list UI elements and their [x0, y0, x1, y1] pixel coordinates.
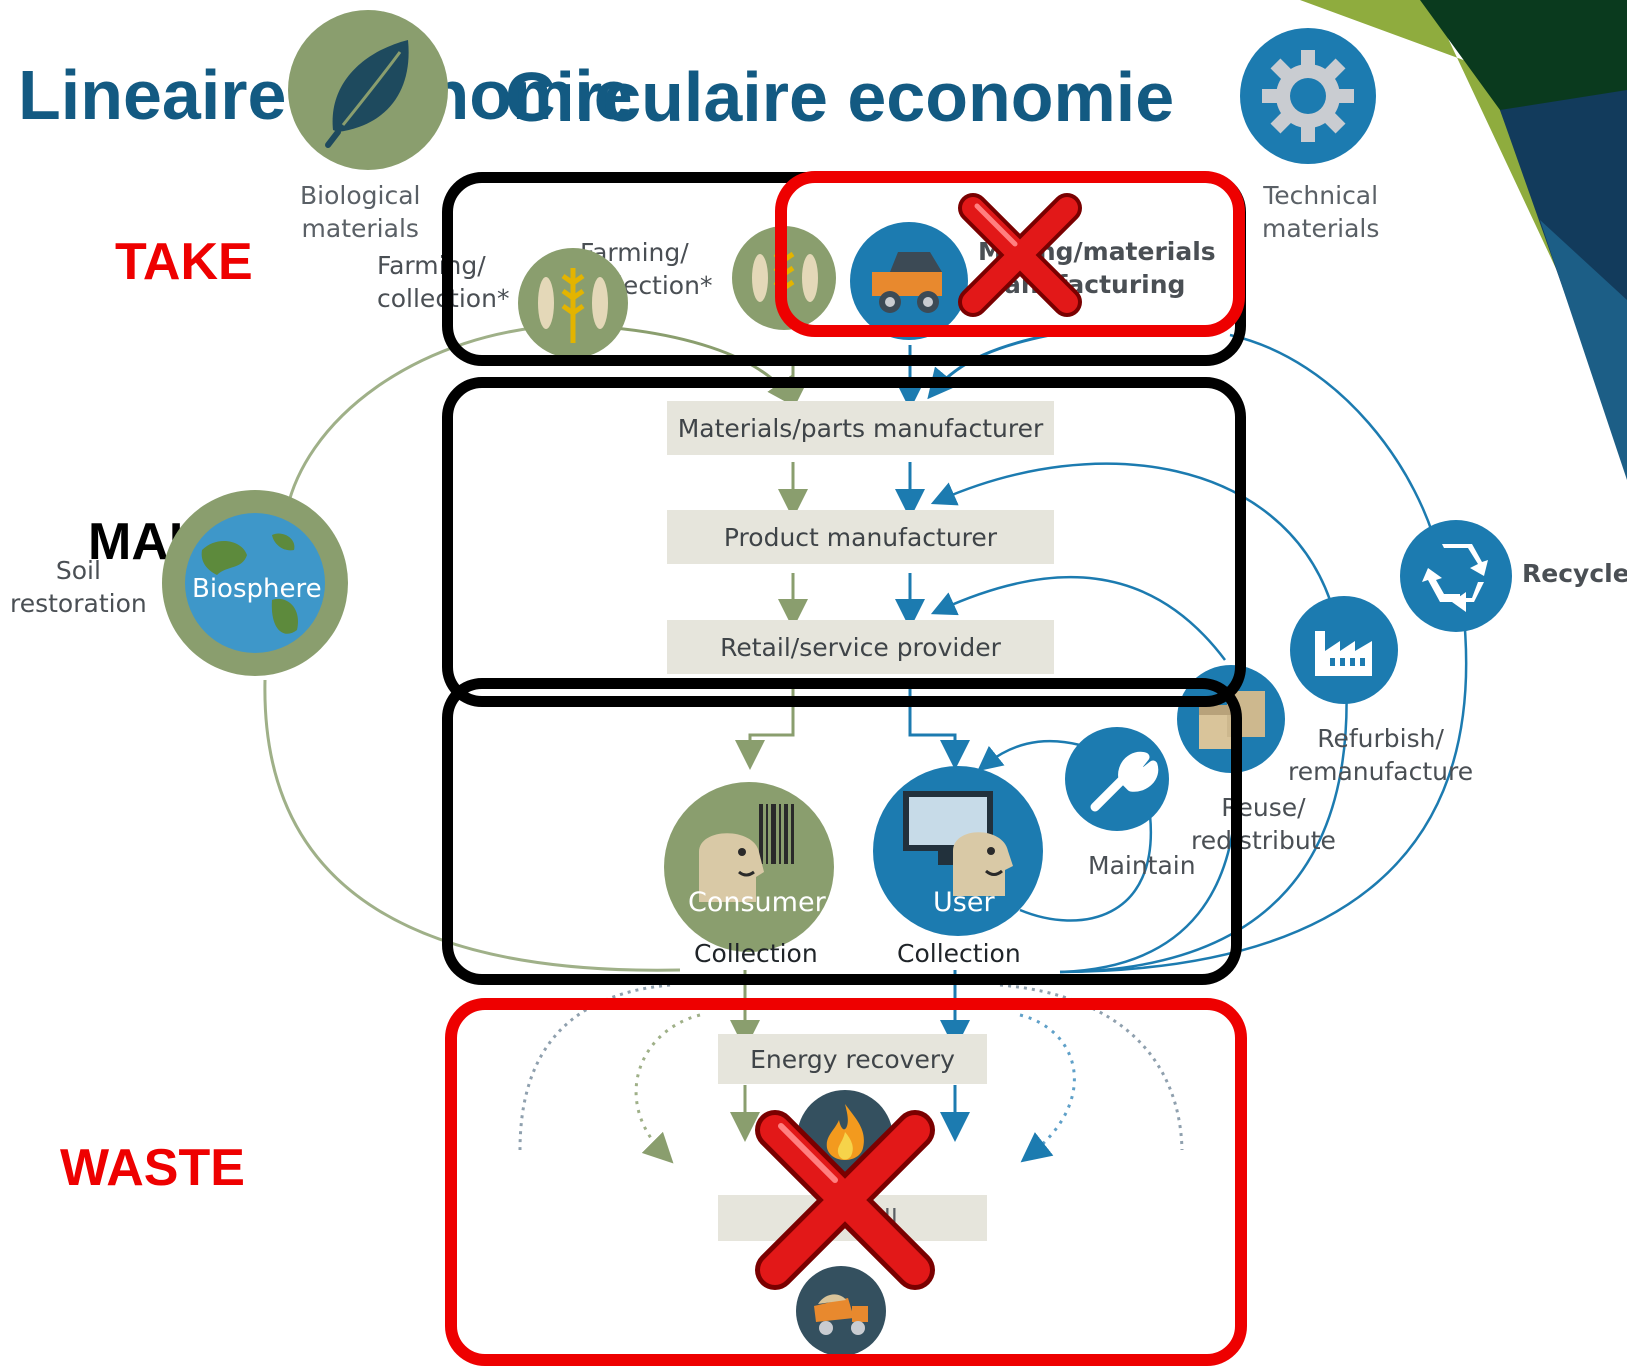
recycle-label: Recycle — [1522, 559, 1627, 588]
red-x-icon — [958, 193, 1082, 317]
use-frame — [442, 678, 1242, 985]
wheat-fish-icon — [518, 248, 628, 358]
recycle-icon — [1400, 520, 1512, 632]
farming-left-label: Farming/ collection* — [377, 251, 510, 313]
leaf-icon — [288, 10, 448, 170]
waste-rejection-frame — [445, 998, 1247, 1366]
technical-materials-label: Technical materials — [1262, 181, 1380, 243]
wrench-icon — [1065, 727, 1169, 831]
red-x-icon — [755, 1110, 935, 1290]
stage-take: TAKE — [115, 233, 253, 291]
materials-parts-manufacturer-box: Materials/parts manufacturer — [667, 401, 1054, 455]
barcode-person-icon — [664, 782, 834, 952]
stage-waste: WASTE — [60, 1139, 245, 1197]
refurbish-label: Refurbish/ remanufacture — [1288, 724, 1474, 786]
title-circular: Circulaire economie — [505, 58, 1175, 136]
dump-truck-icon — [796, 1266, 886, 1356]
globe-icon — [162, 490, 348, 676]
gear-icon — [1240, 28, 1376, 164]
biological-materials-label: Biological materials — [300, 181, 421, 243]
consumer-label: Consumer — [688, 887, 826, 918]
computer-person-icon — [873, 766, 1043, 936]
energy-recovery-box: Energy recovery — [718, 1034, 987, 1084]
factory-icon — [1290, 596, 1398, 704]
user-collection-label: Collection — [897, 939, 1021, 968]
consumer-collection-label: Collection — [694, 939, 818, 968]
mining-truck-icon — [850, 222, 968, 340]
soil-restoration-label: Soil restoration — [10, 556, 147, 618]
retail-service-provider-box: Retail/service provider — [667, 620, 1054, 674]
maintain-label: Maintain — [1088, 851, 1196, 880]
product-manufacturer-box: Product manufacturer — [667, 510, 1054, 564]
biosphere-label: Biosphere — [192, 574, 322, 604]
take-rejection-frame — [775, 171, 1245, 337]
make-frame — [442, 377, 1246, 707]
user-label: User — [933, 887, 995, 918]
